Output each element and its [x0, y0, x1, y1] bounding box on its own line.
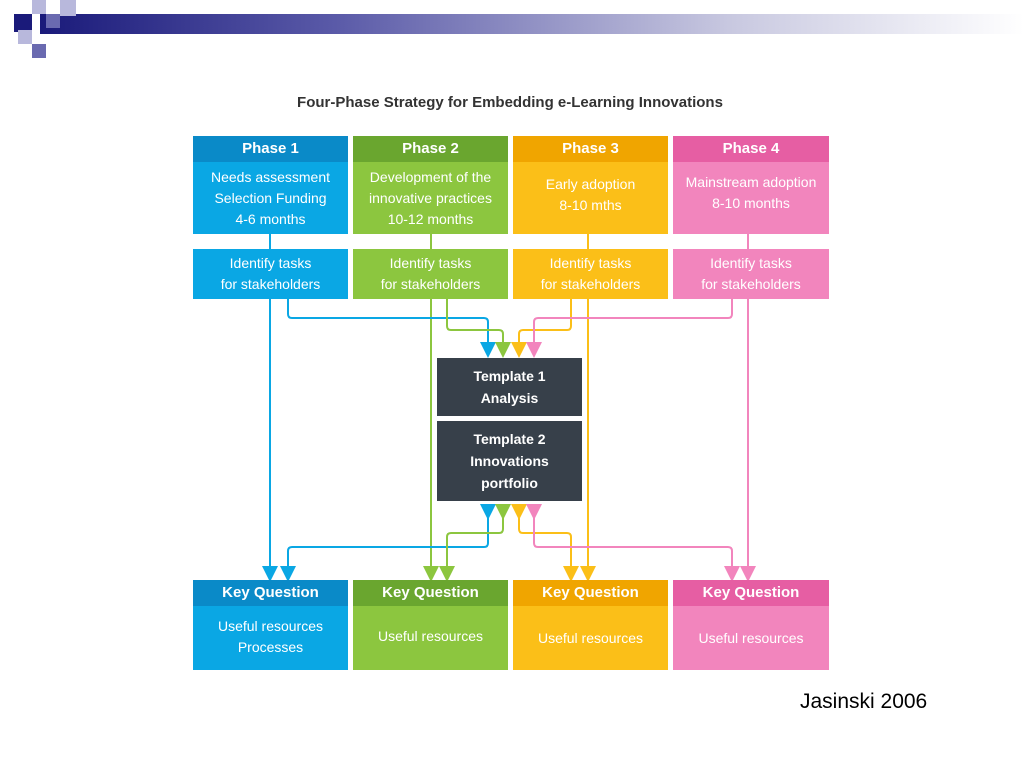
- phase-3-box: Phase 3 Early adoption 8-10 mths: [513, 136, 668, 234]
- key-question-3-description: Useful resources: [537, 630, 644, 646]
- key-question-1-box: Key Question Useful resources Processes: [193, 580, 348, 670]
- phase-2-description: Development of the innovative practices …: [369, 169, 492, 227]
- phase-1-task-box: Identify tasks for stakeholders: [193, 249, 348, 299]
- header-square-decoration: [32, 0, 46, 14]
- phase-3-description: Early adoption 8-10 mths: [545, 176, 636, 213]
- key-question-2-heading: Key Question: [353, 580, 508, 606]
- key-question-3-box: Key Question Useful resources: [513, 580, 668, 670]
- template-1-box: Template 1 Analysis: [437, 358, 582, 416]
- template-to-question3-arrow: [511, 504, 579, 582]
- template-to-question1-arrow: [280, 504, 496, 582]
- key-question-1-heading: Key Question: [193, 580, 348, 606]
- phase-3-task-box: Identify tasks for stakeholders: [513, 249, 668, 299]
- diagram-title: Four-Phase Strategy for Embedding e-Lear…: [297, 94, 723, 111]
- key-question-4-box: Key Question Useful resources: [673, 580, 829, 670]
- key-question-3-heading: Key Question: [513, 580, 668, 606]
- header-square-decoration: [32, 44, 46, 58]
- author-credit: Jasinski 2006: [800, 690, 928, 713]
- key-question-1-description: Useful resources Processes: [217, 618, 324, 655]
- task4-to-template-arrow: [526, 298, 733, 358]
- key-question-2-box: Key Question Useful resources: [353, 580, 508, 670]
- header-square-decoration: [14, 14, 32, 32]
- header-square-decoration: [18, 30, 32, 44]
- header-square-decoration: [60, 0, 76, 16]
- phase-1-box: Phase 1 Needs assessment Selection Fundi…: [193, 136, 348, 234]
- key-question-4-description: Useful resources: [698, 630, 804, 646]
- header-square-decoration: [46, 14, 60, 28]
- key-question-4-heading: Key Question: [673, 580, 829, 606]
- header-gradient-bar: [40, 14, 1024, 34]
- phase-4-task-box: Identify tasks for stakeholders: [673, 249, 829, 299]
- task3-to-template-arrow: [511, 298, 572, 358]
- phase-2-box: Phase 2 Development of the innovative pr…: [353, 136, 508, 234]
- task1-to-template-arrow: [287, 298, 496, 358]
- phase-3-heading: Phase 3: [513, 136, 668, 162]
- phase-2-task-box: Identify tasks for stakeholders: [353, 249, 508, 299]
- phase-1-description: Needs assessment Selection Funding 4-6 m…: [210, 169, 331, 227]
- task2-to-template-arrow: [446, 298, 511, 358]
- phase-4-heading: Phase 4: [673, 136, 829, 162]
- template-to-question4-arrow: [526, 504, 740, 582]
- phase-2-heading: Phase 2: [353, 136, 508, 162]
- phase-4-description: Mainstream adoption 8-10 months: [685, 174, 817, 211]
- key-question-2-description: Useful resources: [377, 628, 484, 644]
- phase-4-box: Phase 4 Mainstream adoption 8-10 months: [673, 136, 829, 234]
- phase-1-heading: Phase 1: [193, 136, 348, 162]
- template-to-question2-arrow: [439, 504, 511, 582]
- template-2-box: Template 2 Innovations portfolio: [437, 421, 582, 501]
